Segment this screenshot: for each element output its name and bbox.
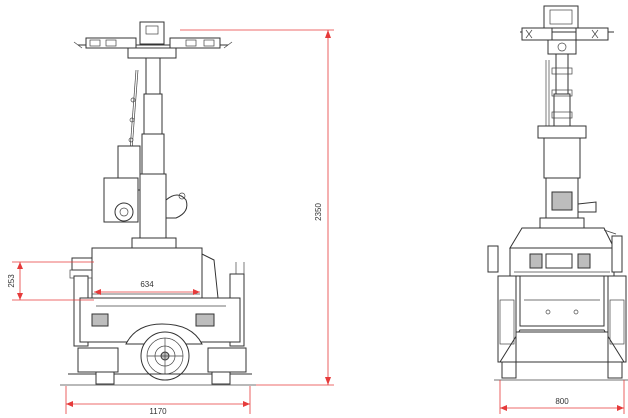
side-wheel (68, 323, 252, 385)
dim-base-height: 253 (7, 261, 94, 301)
dim-overall-height-label: 2350 (314, 203, 323, 221)
dim-width: 800 (499, 380, 625, 414)
dim-width-label: 800 (555, 397, 569, 406)
side-body (69, 247, 245, 347)
front-view: 800 (487, 5, 628, 414)
dim-inner-width: 634 (94, 280, 200, 295)
side-mast (103, 57, 188, 249)
side-view: 2350 253 634 1170 (7, 21, 334, 416)
side-light-head (73, 21, 233, 59)
front-body (487, 227, 623, 327)
dim-overall-height: 2350 (180, 29, 334, 386)
front-mast (537, 53, 597, 229)
dim-base-height-label: 253 (7, 274, 16, 288)
front-light-head (520, 5, 614, 55)
dim-inner-width-label: 634 (140, 280, 154, 289)
front-frame (494, 275, 628, 381)
dim-overall-length-label: 1170 (149, 407, 167, 416)
dim-overall-length: 1170 (65, 386, 251, 416)
